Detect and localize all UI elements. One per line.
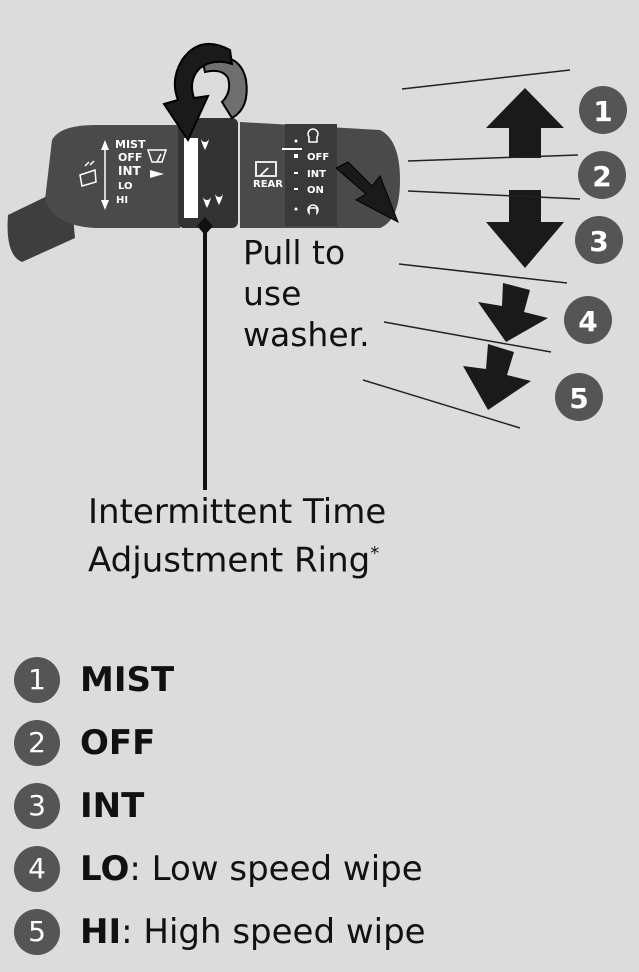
pull-text-line: Pull to: [243, 233, 346, 272]
ring-footnote-mark: *: [370, 543, 380, 564]
legend-text: HI: High speed wipe: [80, 912, 426, 952]
callout-5: 5: [569, 382, 588, 415]
legend-text: INT: [80, 786, 144, 826]
lever-label-hi: HI: [116, 195, 128, 206]
pull-arrow-icon: [335, 161, 399, 224]
legend-badge: 1: [14, 656, 60, 703]
leader-1: [401, 69, 571, 90]
lever-body: [45, 125, 180, 228]
mist-up-arrow-icon: [486, 88, 564, 158]
legend-text: LO: Low speed wipe: [80, 849, 423, 889]
legend-desc: : High speed wipe: [121, 911, 426, 952]
ring-wedge: [184, 138, 198, 218]
legend-row: 2 OFF: [14, 711, 634, 774]
pull-text-line: use: [243, 274, 302, 313]
rear-pos-on: ON: [307, 185, 324, 196]
front-wiper-icon: [146, 149, 168, 163]
legend-text: MIST: [80, 660, 174, 700]
int-down-arrow-icon: [486, 190, 564, 268]
rotate-back-arrow-icon: [200, 55, 248, 120]
rotate-front-arrow-icon: [162, 42, 234, 143]
single-drop-icon: [201, 138, 209, 150]
rear-washer-bottom-icon: [307, 204, 319, 216]
rear-washer-top-icon: [307, 128, 319, 143]
pull-text-line: washer.: [243, 315, 370, 354]
leader-4: [398, 263, 568, 284]
rear-pos-off: OFF: [307, 152, 329, 163]
double-drop-icon: [203, 193, 223, 208]
leader-5: [383, 321, 552, 353]
legend-desc: : Low speed wipe: [129, 848, 423, 889]
legend-term: INT: [80, 785, 145, 826]
legend-badge: 2: [14, 719, 60, 766]
legend-badge: 3: [14, 782, 60, 829]
legend-term: OFF: [80, 722, 156, 763]
legend-term: MIST: [80, 659, 175, 700]
legend-badge: 5: [14, 908, 60, 955]
legend-badge: 4: [14, 845, 60, 892]
legend-row: 1 MIST: [14, 648, 634, 711]
legend-term: HI: [80, 911, 122, 952]
lever-label-mist: MIST: [115, 138, 146, 151]
lever-up-arrow-icon: [101, 140, 109, 150]
legend: 1 MIST 2 OFF 3 INT 4 LO: Low speed wipe …: [14, 648, 634, 963]
legend-term: LO: [80, 848, 130, 889]
callout-2: 2: [592, 160, 611, 193]
legend-row: 5 HI: High speed wipe: [14, 900, 634, 963]
lever-label-int: INT: [118, 164, 142, 178]
lever-label-off: OFF: [118, 151, 142, 164]
callout-4: 4: [578, 305, 597, 338]
ring-pointer-diamond: [197, 217, 213, 235]
ring-text-line: Intermittent Time: [88, 492, 387, 532]
ring-text-line: Adjustment Ring: [88, 540, 371, 581]
legend-text: OFF: [80, 723, 155, 763]
rear-pos-int: INT: [307, 169, 326, 180]
rear-label: REAR: [253, 179, 283, 190]
leader-2: [407, 154, 579, 162]
lo-down-arrow-icon: [478, 283, 548, 342]
wiper-lever-diagram: MIST OFF INT LO HI REAR OFF INT ON 1 2: [7, 42, 627, 490]
rear-wiper-icon: [255, 161, 277, 177]
hi-down-arrow-icon: [463, 344, 531, 410]
leader-3: [407, 190, 581, 200]
leader-6: [362, 379, 521, 429]
front-washer-icon: [79, 160, 97, 187]
legend-row: 3 INT: [14, 774, 634, 837]
callout-3: 3: [589, 225, 608, 258]
lever-label-lo: LO: [118, 181, 133, 192]
legend-row: 4 LO: Low speed wipe: [14, 837, 634, 900]
lever-down-arrow-icon: [101, 200, 109, 210]
lever-pointer-icon: [150, 170, 164, 178]
callout-1: 1: [593, 95, 612, 128]
